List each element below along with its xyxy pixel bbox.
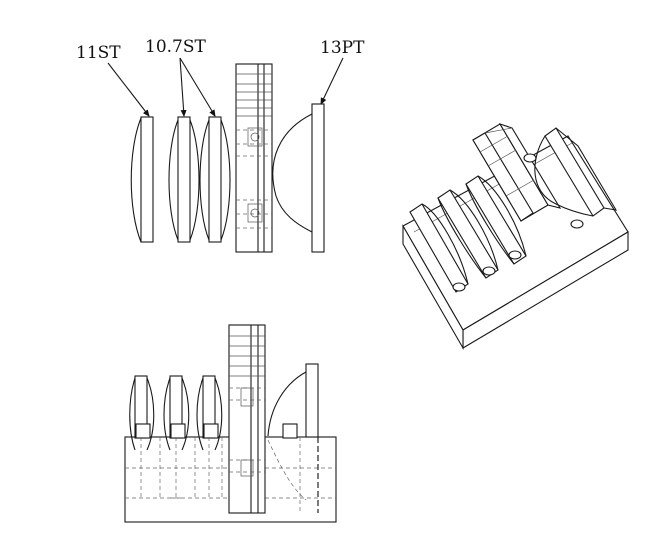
iso-center-mount: [472, 123, 584, 229]
leader-11st: [107, 62, 150, 117]
label-13pt: 13PT: [320, 38, 365, 58]
lens-3: [199, 116, 231, 243]
isometric-view: [402, 123, 629, 351]
assembled-lens-1: [129, 375, 155, 451]
lens-1: [130, 116, 154, 243]
iso-lens-2: [437, 189, 499, 279]
leader-13pt: [320, 57, 344, 105]
assembled-side-view: [124, 324, 337, 523]
assembled-lens-2: [163, 375, 190, 451]
lens-2: [168, 116, 200, 243]
center-mount-block: [235, 63, 273, 253]
label-10-7st: 10.7ST: [145, 37, 206, 57]
assembled-plano-convex-lens: [267, 363, 319, 439]
plano-convex-lens: [272, 103, 325, 253]
exploded-side-view: 11ST 10.7ST 13PT: [76, 37, 365, 253]
leader-10-7st-a: [179, 57, 187, 117]
assembled-lens-3: [196, 375, 223, 451]
iso-lens-1: [409, 203, 469, 293]
iso-plano-convex-lens: [534, 127, 618, 217]
label-11st: 11ST: [76, 43, 121, 63]
leader-10-7st-b: [179, 57, 216, 117]
iso-lens-3: [465, 175, 527, 265]
